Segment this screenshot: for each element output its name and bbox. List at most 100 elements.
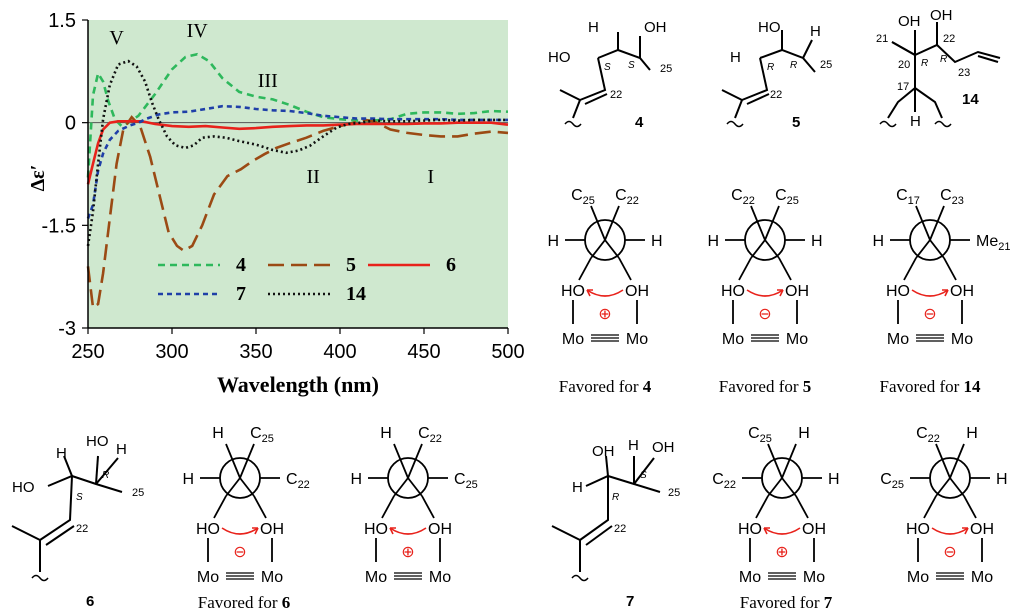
h-label: H — [810, 23, 821, 40]
h-label: H — [116, 441, 127, 458]
series-line-6 — [86, 120, 509, 185]
y-tick-label: 0 — [65, 113, 76, 135]
mo-label: Mo — [907, 569, 929, 586]
mo-label: Mo — [739, 569, 761, 586]
carbon-number: 22 — [943, 33, 955, 45]
bond — [935, 477, 951, 497]
newman-n6a — [200, 443, 280, 580]
h-label: H — [572, 479, 583, 496]
ho-label: HO — [906, 521, 930, 538]
oh-label: OH — [802, 521, 826, 538]
y-tick-label: 1.5 — [48, 10, 76, 32]
arrow-head — [942, 289, 949, 297]
stereo-label: S — [628, 60, 635, 71]
substituent-label: H — [811, 233, 823, 250]
bond — [935, 443, 951, 479]
ho-label: HO — [561, 283, 585, 300]
bond — [915, 205, 931, 241]
y-axis-label: Δε′ — [27, 165, 49, 192]
oh-label: OH — [625, 283, 649, 300]
mo-label: Mo — [626, 331, 648, 348]
mo-label: Mo — [971, 569, 993, 586]
stereo-label: R — [102, 470, 109, 481]
oh-label: HO — [86, 433, 109, 450]
bond — [590, 205, 606, 241]
ho-label: HO — [721, 283, 745, 300]
x-tick-label: 450 — [407, 341, 440, 363]
structure-5 — [721, 30, 816, 128]
substituent-label: H — [798, 425, 810, 442]
helicity-arrow — [763, 527, 801, 535]
substituent-label: H — [182, 471, 194, 488]
band-label: III — [258, 70, 278, 92]
h-label: H — [588, 19, 599, 36]
carbon-number: 25 — [660, 63, 672, 75]
substituent-label: H — [872, 233, 884, 250]
mo-label: Mo — [197, 569, 219, 586]
mo-label: Mo — [562, 331, 584, 348]
helicity-arrow — [221, 527, 259, 535]
legend-label-4: 4 — [236, 254, 246, 276]
h-label: H — [56, 445, 67, 462]
mo-label: Mo — [887, 331, 909, 348]
stereo-label: R — [767, 62, 774, 73]
helicity-arrow — [389, 527, 427, 535]
bond — [393, 443, 409, 479]
structure-7 — [551, 455, 661, 582]
ho-label: HO — [548, 49, 571, 66]
h-label: H — [628, 437, 639, 454]
helicity-arrow — [931, 527, 969, 535]
carbon-number: 21 — [876, 33, 888, 45]
substituent-label: H — [212, 425, 224, 442]
band-label: II — [306, 166, 319, 188]
newman-n7b — [910, 443, 990, 580]
newman-n14 — [890, 205, 970, 342]
substituent-label: C22 — [286, 471, 310, 491]
bond — [949, 443, 965, 479]
x-tick-label: 500 — [491, 341, 524, 363]
compound-number: 14 — [962, 91, 979, 108]
bond — [407, 443, 423, 479]
bond — [943, 257, 957, 281]
ho-label: HO — [758, 19, 781, 36]
substituent-label: C25 — [454, 471, 478, 491]
bond — [949, 477, 965, 497]
series-line-5 — [86, 115, 509, 310]
stereo-label: R — [612, 492, 619, 503]
bond — [767, 477, 783, 497]
substituent-label: H — [380, 425, 392, 442]
bond — [767, 443, 783, 479]
mo-label: Mo — [429, 569, 451, 586]
arrow-head — [962, 527, 969, 535]
bond — [213, 495, 227, 519]
helicity-arrow — [911, 289, 949, 297]
substituent-label: C23 — [940, 187, 964, 207]
bond — [604, 205, 620, 241]
cotton-sign: ⊖ — [923, 306, 936, 323]
oh-label: OH — [428, 521, 452, 538]
cotton-sign: ⊕ — [775, 544, 788, 561]
plot-area — [88, 20, 508, 328]
stereo-label: R — [940, 54, 947, 65]
substituent-label: H — [547, 233, 559, 250]
ho-label: HO — [364, 521, 388, 538]
newman-caption: Favored for 4 — [559, 377, 652, 396]
series-line-4 — [86, 52, 509, 178]
substituent-label: C25 — [250, 425, 274, 445]
substituent-label: H — [828, 471, 840, 488]
compound-number: 7 — [626, 593, 634, 610]
stereo-label: R — [790, 60, 797, 71]
oh-label: OH — [898, 13, 921, 30]
oh-label: OH — [652, 439, 675, 456]
oh-label: OH — [970, 521, 994, 538]
stereo-label: S — [604, 62, 611, 73]
bond — [929, 239, 945, 259]
